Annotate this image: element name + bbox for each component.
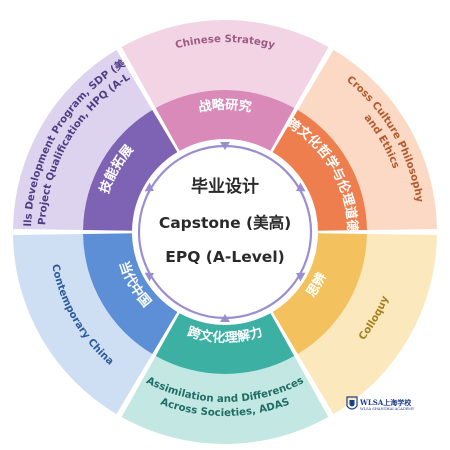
- outer-segment-strategy: [121, 20, 329, 109]
- outer-segment-china: [13, 233, 153, 415]
- arrow-icon-upper-left: [144, 182, 154, 192]
- inner-segment-philosophy: [272, 110, 367, 231]
- logo-name: WLSA上海学校: [359, 398, 412, 407]
- arrow-icon-top: [220, 142, 230, 150]
- shield-icon: [346, 396, 358, 410]
- inner-segment-strategy: [155, 90, 295, 152]
- inner-segment-china: [83, 233, 178, 354]
- outer-segment-philosophy: [297, 49, 437, 231]
- center-line-capstone: Capstone (美高): [159, 213, 291, 232]
- center-line-epq: EPQ (A-Level): [165, 248, 284, 266]
- center-text: 毕业设计 Capstone (美高) EPQ (A-Level): [159, 176, 291, 266]
- arrow-icon-lower-left: [144, 272, 154, 282]
- logo-subtitle: WLSA SHANGHAI ACADEMY: [360, 407, 415, 411]
- inner-segment-colloquy: [272, 233, 367, 354]
- center-title: 毕业设计: [191, 176, 259, 197]
- arrow-icon-upper-right: [296, 182, 306, 192]
- outer-segment-adas: [121, 355, 329, 444]
- inner-label-adas: 跨文化理解力: [185, 324, 264, 346]
- outer-segment-colloquy: [297, 233, 437, 415]
- outer-segment-skills: [13, 49, 153, 231]
- center-disc: [132, 139, 318, 325]
- inner-segment-skills: [83, 110, 178, 231]
- wlsa-logo: WLSA上海学校 WLSA SHANGHAI ACADEMY: [346, 396, 415, 411]
- inner-segment-adas: [155, 312, 295, 374]
- arrow-icon-lower-right: [296, 272, 306, 282]
- center-ring-arrows: [144, 142, 306, 322]
- arrow-icon-bottom: [220, 314, 230, 322]
